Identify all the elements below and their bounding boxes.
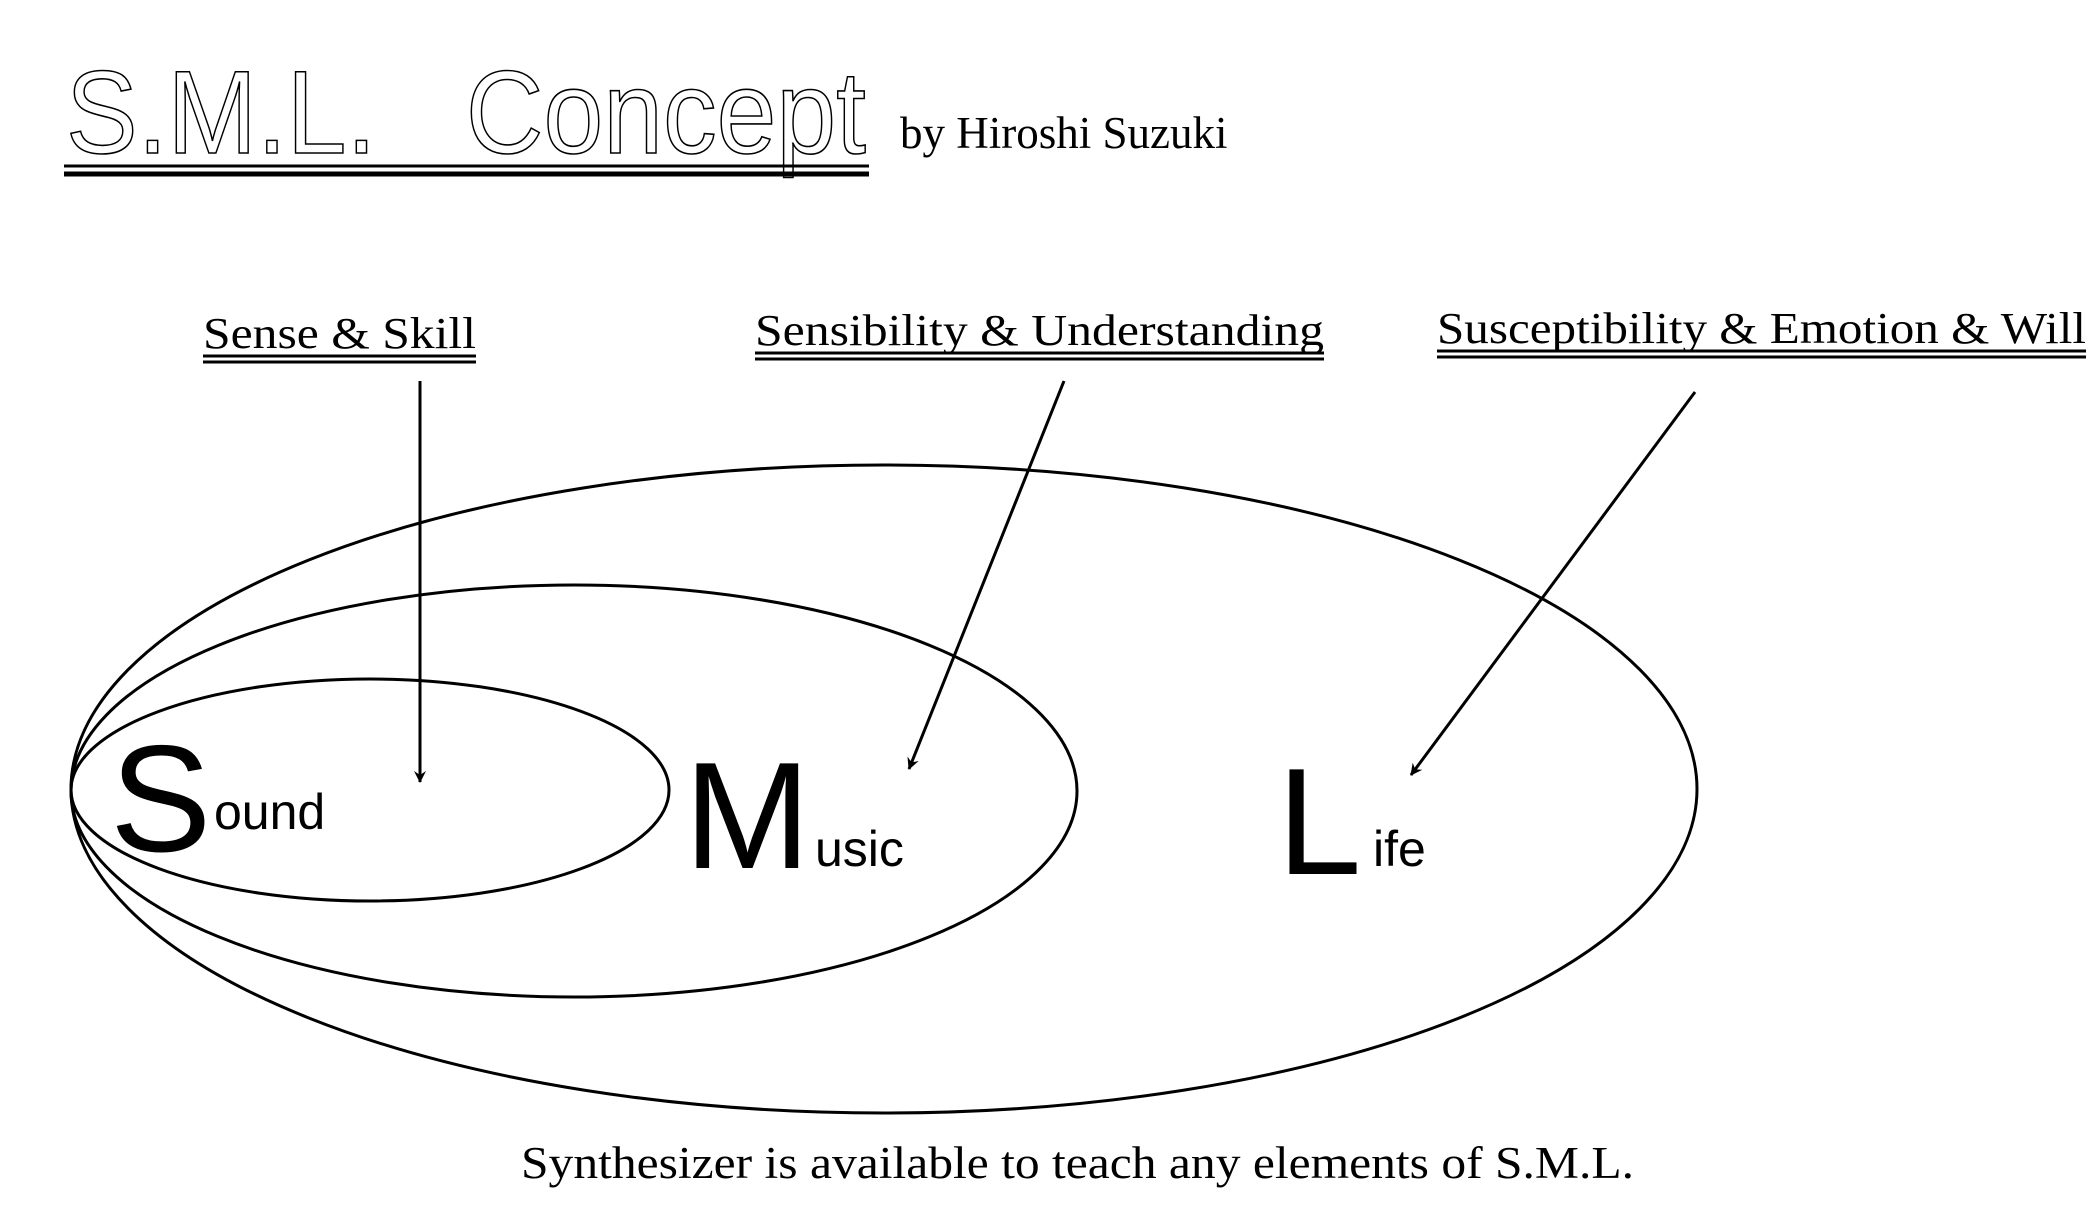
music-initial: M (684, 731, 811, 901)
label-sense-skill: Sense & Skill (203, 309, 476, 358)
sound-initial: S (110, 714, 211, 884)
arrow-susceptibility-emotion-will (1409, 391, 1697, 776)
diagram-title: S.M.L. Concept (66, 47, 866, 179)
music-rest: usic (815, 821, 904, 877)
life-rest: ife (1373, 821, 1426, 877)
sound-ellipse (69, 677, 671, 903)
life-initial: L (1277, 737, 1362, 907)
arrow-sensibility-understanding (907, 380, 1066, 770)
label-sensibility-understanding: Sensibility & Understanding (755, 306, 1324, 355)
sound-rest: ound (214, 784, 325, 840)
label-susceptibility-emotion-will: Susceptibility & Emotion & Will (1437, 304, 2086, 353)
author-text: by Hiroshi Suzuki (900, 108, 1228, 158)
caption: Synthesizer is available to teach any el… (521, 1138, 1634, 1188)
